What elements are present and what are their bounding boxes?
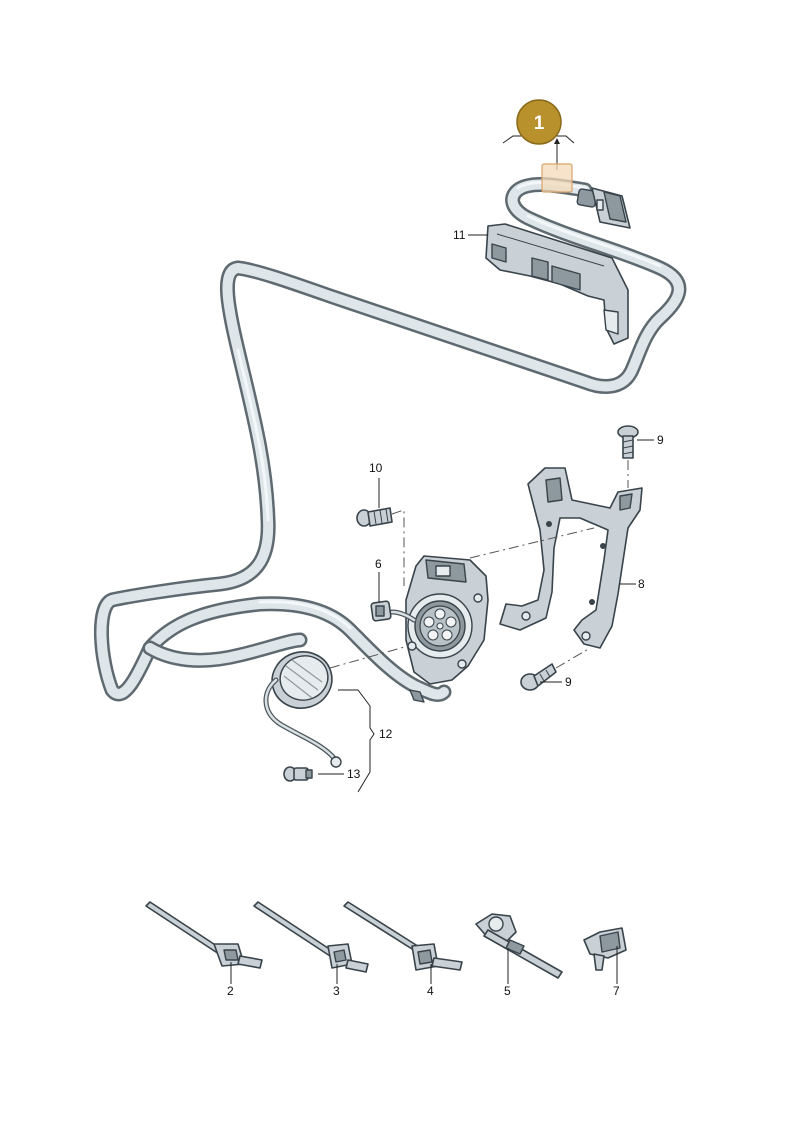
cable-tie-2[interactable] xyxy=(145,901,263,969)
tether-cable[interactable] xyxy=(263,677,342,768)
callout-4[interactable]: 4 xyxy=(427,984,434,998)
callout-3[interactable]: 3 xyxy=(333,984,340,998)
assembly-lines xyxy=(329,460,629,669)
cable-tie-4[interactable] xyxy=(343,901,463,971)
item-1-badge[interactable]: 1 xyxy=(516,99,562,145)
holder-bracket-8[interactable] xyxy=(499,467,643,649)
cable-clip-5[interactable] xyxy=(475,913,563,979)
highlight-box xyxy=(541,163,573,193)
screw-9-bottom[interactable] xyxy=(520,663,557,691)
callout-2[interactable]: 2 xyxy=(227,984,234,998)
item-1-marker[interactable] xyxy=(502,135,575,193)
cable-bracket-11[interactable] xyxy=(485,223,629,345)
charging-socket[interactable] xyxy=(405,555,489,685)
badge-label: 1 xyxy=(534,113,545,134)
cable-branch xyxy=(142,632,308,668)
charge-flap-cap[interactable] xyxy=(266,645,338,715)
screw-13[interactable] xyxy=(283,766,313,782)
socket-lead xyxy=(409,689,425,703)
callout-leaders xyxy=(230,234,654,984)
callout-12[interactable]: 12 xyxy=(379,727,393,741)
callout-labels: 11 9 10 6 8 9 12 13 2 3 4 5 7 xyxy=(227,228,664,998)
callout-11[interactable]: 11 xyxy=(453,228,466,242)
callout-9-top[interactable]: 9 xyxy=(657,433,664,447)
screw-9-top[interactable] xyxy=(617,425,639,459)
callout-9-bottom[interactable]: 9 xyxy=(565,675,572,689)
cable-connector-plug[interactable] xyxy=(576,187,631,229)
callout-5[interactable]: 5 xyxy=(504,984,511,998)
edge-clip-7[interactable] xyxy=(583,927,627,971)
callout-10[interactable]: 10 xyxy=(369,461,383,475)
callout-6[interactable]: 6 xyxy=(375,557,382,571)
callout-7[interactable]: 7 xyxy=(613,984,620,998)
callout-13[interactable]: 13 xyxy=(347,767,361,781)
sensor-connector-6[interactable] xyxy=(370,600,417,623)
cable-tie-3[interactable] xyxy=(253,901,369,973)
callout-8[interactable]: 8 xyxy=(638,577,645,591)
screw-10[interactable] xyxy=(356,507,393,527)
